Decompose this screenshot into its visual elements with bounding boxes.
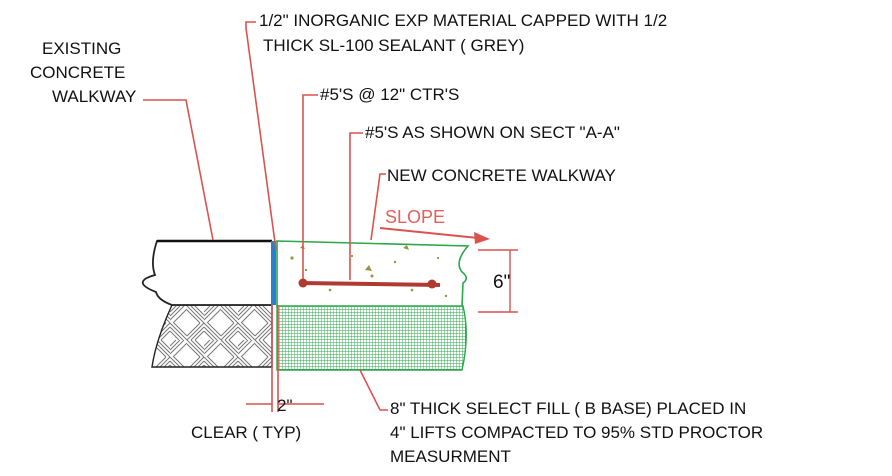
existing-line-3: WALKWAY: [52, 87, 136, 106]
slope-label: SLOPE: [385, 207, 445, 227]
expansion-joint: [271, 241, 276, 305]
leader-rebar-12: [302, 94, 318, 279]
exp-line-2: THICK SL-100 SEALANT ( GREY): [263, 36, 524, 55]
existing-subgrade-hatch: [151, 304, 273, 368]
label-new-walkway: NEW CONCRETE WALKWAY: [387, 166, 616, 185]
thickness-label: 6": [493, 272, 510, 293]
fill-line-3: MEASURMENT: [390, 447, 511, 466]
new-concrete-slab: [276, 240, 470, 307]
existing-line-2: CONCRETE: [30, 63, 125, 82]
label-existing-walkway: EXISTING CONCRETE WALKWAY: [30, 39, 136, 106]
fill-line-1: 8" THICK SELECT FILL ( B BASE) PLACED IN: [390, 399, 746, 418]
leader-select-fill: [359, 369, 388, 411]
existing-line-1: EXISTING: [42, 39, 121, 58]
label-exp-material: 1/2" INORGANIC EXP MATERIAL CAPPED WITH …: [259, 11, 672, 55]
select-fill: [276, 305, 467, 371]
exp-line-1: 1/2" INORGANIC EXP MATERIAL CAPPED WITH …: [259, 11, 667, 30]
label-rebar-12: #5'S @ 12" CTR'S: [320, 85, 459, 104]
leader-new-walkway: [370, 173, 386, 241]
rebar-dot-right: [427, 279, 437, 289]
label-select-fill: 8" THICK SELECT FILL ( B BASE) PLACED IN…: [390, 399, 768, 466]
fill-line-2: 4" LIFTS COMPACTED TO 95% STD PROCTOR: [390, 423, 763, 442]
thickness-dimension: [478, 249, 518, 313]
label-clear-typ: CLEAR ( TYP): [191, 423, 301, 442]
existing-concrete-slab: [141, 240, 272, 306]
rebar-dot-left: [298, 278, 308, 288]
rebar-bar: [299, 281, 441, 287]
label-clear-dim: 2": [277, 396, 293, 415]
label-rebar-sect: #5'S AS SHOWN ON SECT "A-A": [365, 123, 620, 142]
leader-rebar-sect: [349, 132, 363, 280]
slope-arrow: [379, 227, 490, 244]
leader-exp-material: [245, 21, 277, 251]
leader-existing-walkway: [143, 99, 214, 241]
